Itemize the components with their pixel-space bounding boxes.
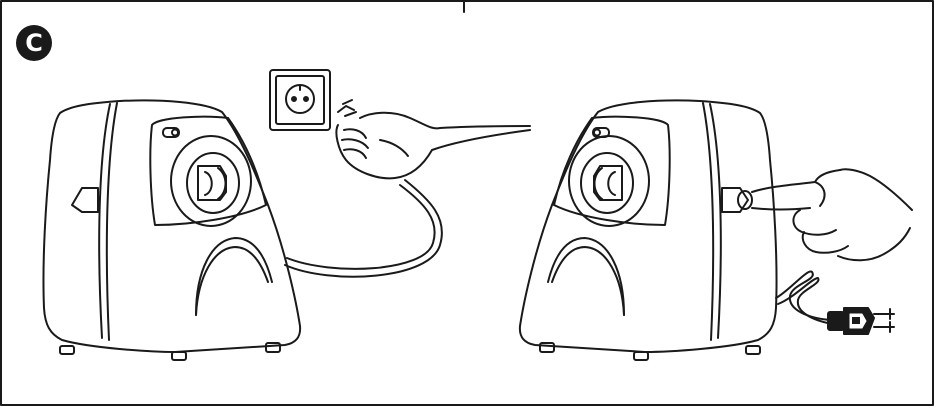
meat-grinder-icon [518,99,778,361]
meat-grinder-icon [42,99,302,361]
step-badge: C [16,25,52,61]
hand-icon [335,99,531,180]
hand-icon [751,168,913,262]
power-plug-icon [827,307,895,335]
power-cord-icon [284,179,443,278]
wall-socket-icon [269,69,331,131]
power-cord-icon [775,270,831,321]
power-button-icon [721,187,753,213]
